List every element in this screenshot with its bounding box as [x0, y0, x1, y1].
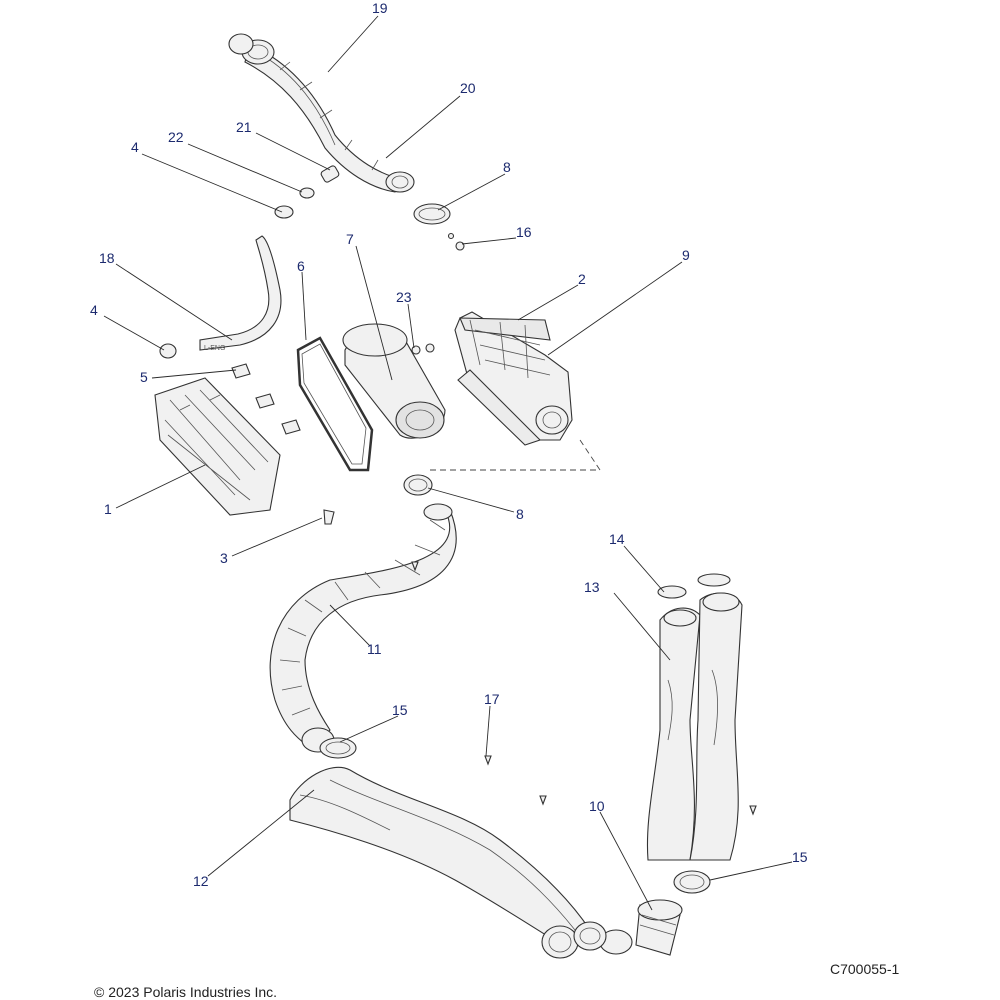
callout-8-upper: 8: [503, 159, 511, 175]
airbox-cover: [154, 377, 281, 516]
callout-17: 17: [484, 691, 500, 707]
upper-hose-clamp: [413, 203, 451, 225]
clamps-15: [319, 737, 711, 955]
callout-11: 11: [367, 641, 382, 657]
callout-23: 23: [396, 289, 412, 305]
callout-4-upper: 4: [131, 139, 139, 155]
airbox-housing: [454, 311, 573, 446]
callout-16: 16: [516, 224, 532, 240]
callout-20: 20: [460, 80, 476, 96]
lower-hose-clamp: [403, 474, 433, 496]
callout-19: 19: [372, 0, 388, 16]
vent-fittings: [274, 165, 340, 219]
callout-14: 14: [609, 531, 625, 547]
push-rivet: [323, 509, 335, 525]
air-filter: [342, 323, 446, 439]
callout-12: 12: [193, 873, 209, 889]
lower-twin-duct: [289, 766, 607, 959]
callout-1: 1: [104, 501, 112, 517]
leader-lines: [103, 15, 793, 911]
callout-21: 21: [236, 119, 252, 135]
callout-7: 7: [346, 231, 354, 247]
callout-5: 5: [140, 369, 148, 385]
callout-2: 2: [578, 271, 586, 287]
callout-6: 6: [297, 258, 305, 274]
callout-18: 18: [99, 250, 115, 266]
callout-15-lower: 15: [792, 849, 808, 865]
callout-3: 3: [220, 550, 228, 566]
screw-16: [447, 232, 465, 251]
vent-hose: L-ENG: [159, 235, 282, 359]
clamps-14: [657, 573, 731, 599]
callout-4-lower: 4: [90, 302, 98, 318]
filter-gasket: [296, 336, 374, 472]
assembly-dashed-line: [430, 439, 601, 471]
drawing-number: C700055-1: [830, 961, 900, 977]
bolt-23: [411, 343, 435, 355]
callout-8-lower: 8: [516, 506, 524, 522]
svg-text:L-ENG: L-ENG: [204, 345, 225, 352]
callout-22: 22: [168, 129, 184, 145]
vertical-twin-duct: [646, 592, 743, 861]
callout-10: 10: [589, 798, 605, 814]
retaining-clips: [231, 363, 301, 435]
callout-13: 13: [584, 579, 600, 595]
duct-screws: [411, 561, 757, 816]
callout-9: 9: [682, 247, 690, 263]
callout-15-upper: 15: [392, 702, 408, 718]
callout-labels: 19 20 21 22 4 8 16 18 6 7 23 2 9 4 5 1 8…: [90, 0, 808, 889]
upper-intake-duct: [228, 33, 415, 193]
coupler-10: [635, 899, 683, 956]
curved-intake-duct: [269, 503, 457, 753]
copyright-notice: © 2023 Polaris Industries Inc.: [94, 984, 278, 1000]
